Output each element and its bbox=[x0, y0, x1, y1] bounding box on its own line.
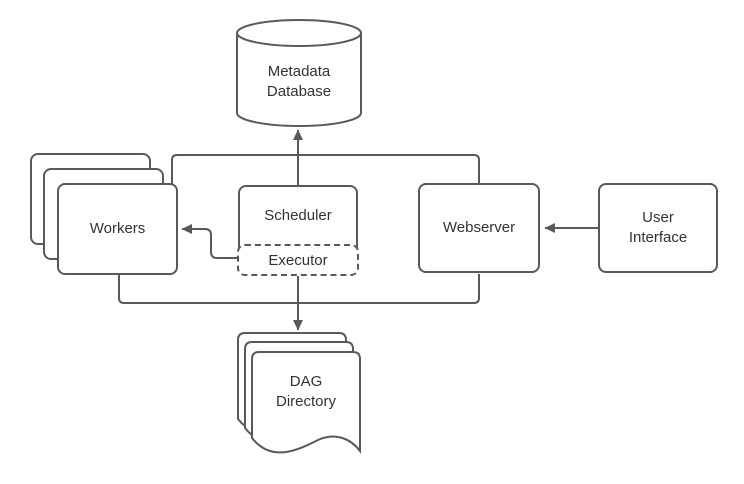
cylinder-lid-icon bbox=[236, 32, 362, 47]
metadata-database-node bbox=[236, 19, 362, 127]
edge-trunk-top-workers-webserver bbox=[171, 154, 480, 184]
scheduler-label: Scheduler bbox=[264, 206, 332, 224]
webserver-node: Webserver bbox=[418, 183, 540, 273]
document-front-icon bbox=[251, 351, 361, 454]
workers-label: Workers bbox=[89, 220, 146, 237]
executor-node: Executor bbox=[237, 244, 359, 276]
scheduler-label-area: Scheduler bbox=[240, 187, 356, 244]
user-interface-label-line1: User bbox=[642, 209, 674, 226]
user-interface-label-line2: Interface bbox=[628, 229, 688, 246]
dag-directory-node bbox=[237, 332, 361, 454]
edge-executor-to-workers bbox=[181, 224, 237, 259]
webserver-label: Webserver bbox=[442, 219, 516, 236]
user-interface-node: User Interface bbox=[598, 183, 718, 273]
executor-label: Executor bbox=[268, 251, 328, 269]
workers-node: Workers bbox=[57, 183, 178, 275]
